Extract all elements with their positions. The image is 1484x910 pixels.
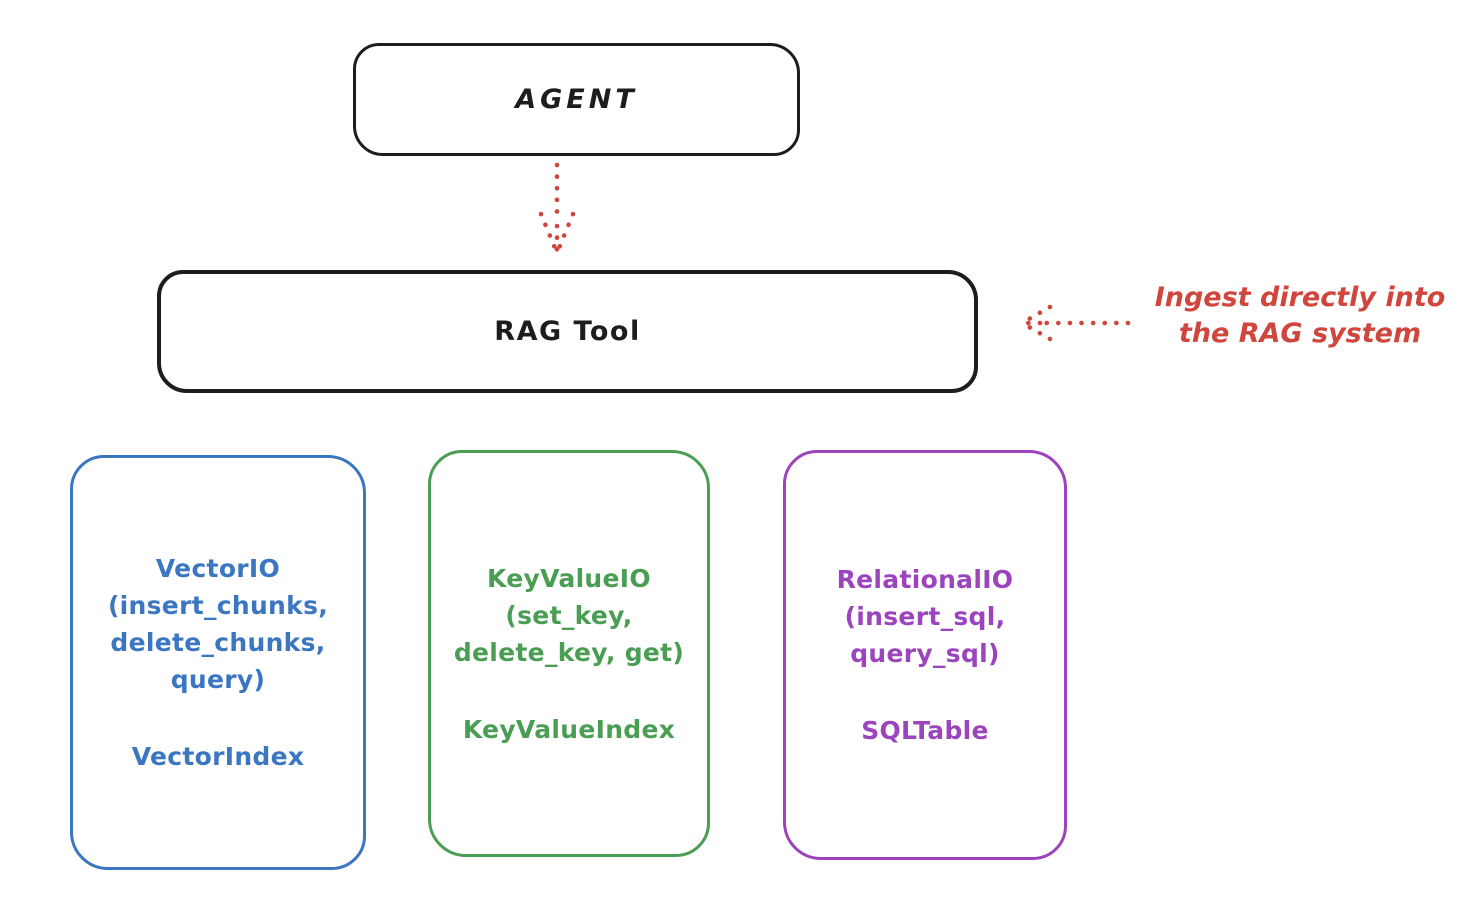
relational-io-index-label: SQLTable (861, 716, 989, 745)
relational-io-node: RelationalIO (insert_sql, query_sql) SQL… (783, 450, 1067, 860)
keyvalue-io-node: KeyValueIO (set_key, delete_key, get) Ke… (428, 450, 710, 857)
vector-io-node: VectorIO (insert_chunks, delete_chunks, … (70, 455, 366, 870)
relational-io-title: RelationalIO (insert_sql, query_sql) (836, 565, 1014, 668)
agent-label: AGENT (515, 84, 638, 115)
keyvalue-io-title: KeyValueIO (set_key, delete_key, get) (453, 563, 685, 667)
agent-node: AGENT (353, 43, 800, 156)
annotation-dotted-arrow-icon (1019, 304, 1131, 342)
agent-to-rag-dotted-arrow-icon (538, 162, 576, 257)
rag-tool-label: RAG Tool (494, 316, 641, 347)
vector-io-title: VectorIO (insert_chunks, delete_chunks, … (107, 554, 329, 694)
annotation-text: Ingest directly into the RAG system (1154, 282, 1446, 349)
vector-io-index-label: VectorIndex (131, 742, 305, 771)
rag-tool-node: RAG Tool (157, 270, 978, 393)
keyvalue-io-index-label: KeyValueIndex (462, 714, 676, 744)
